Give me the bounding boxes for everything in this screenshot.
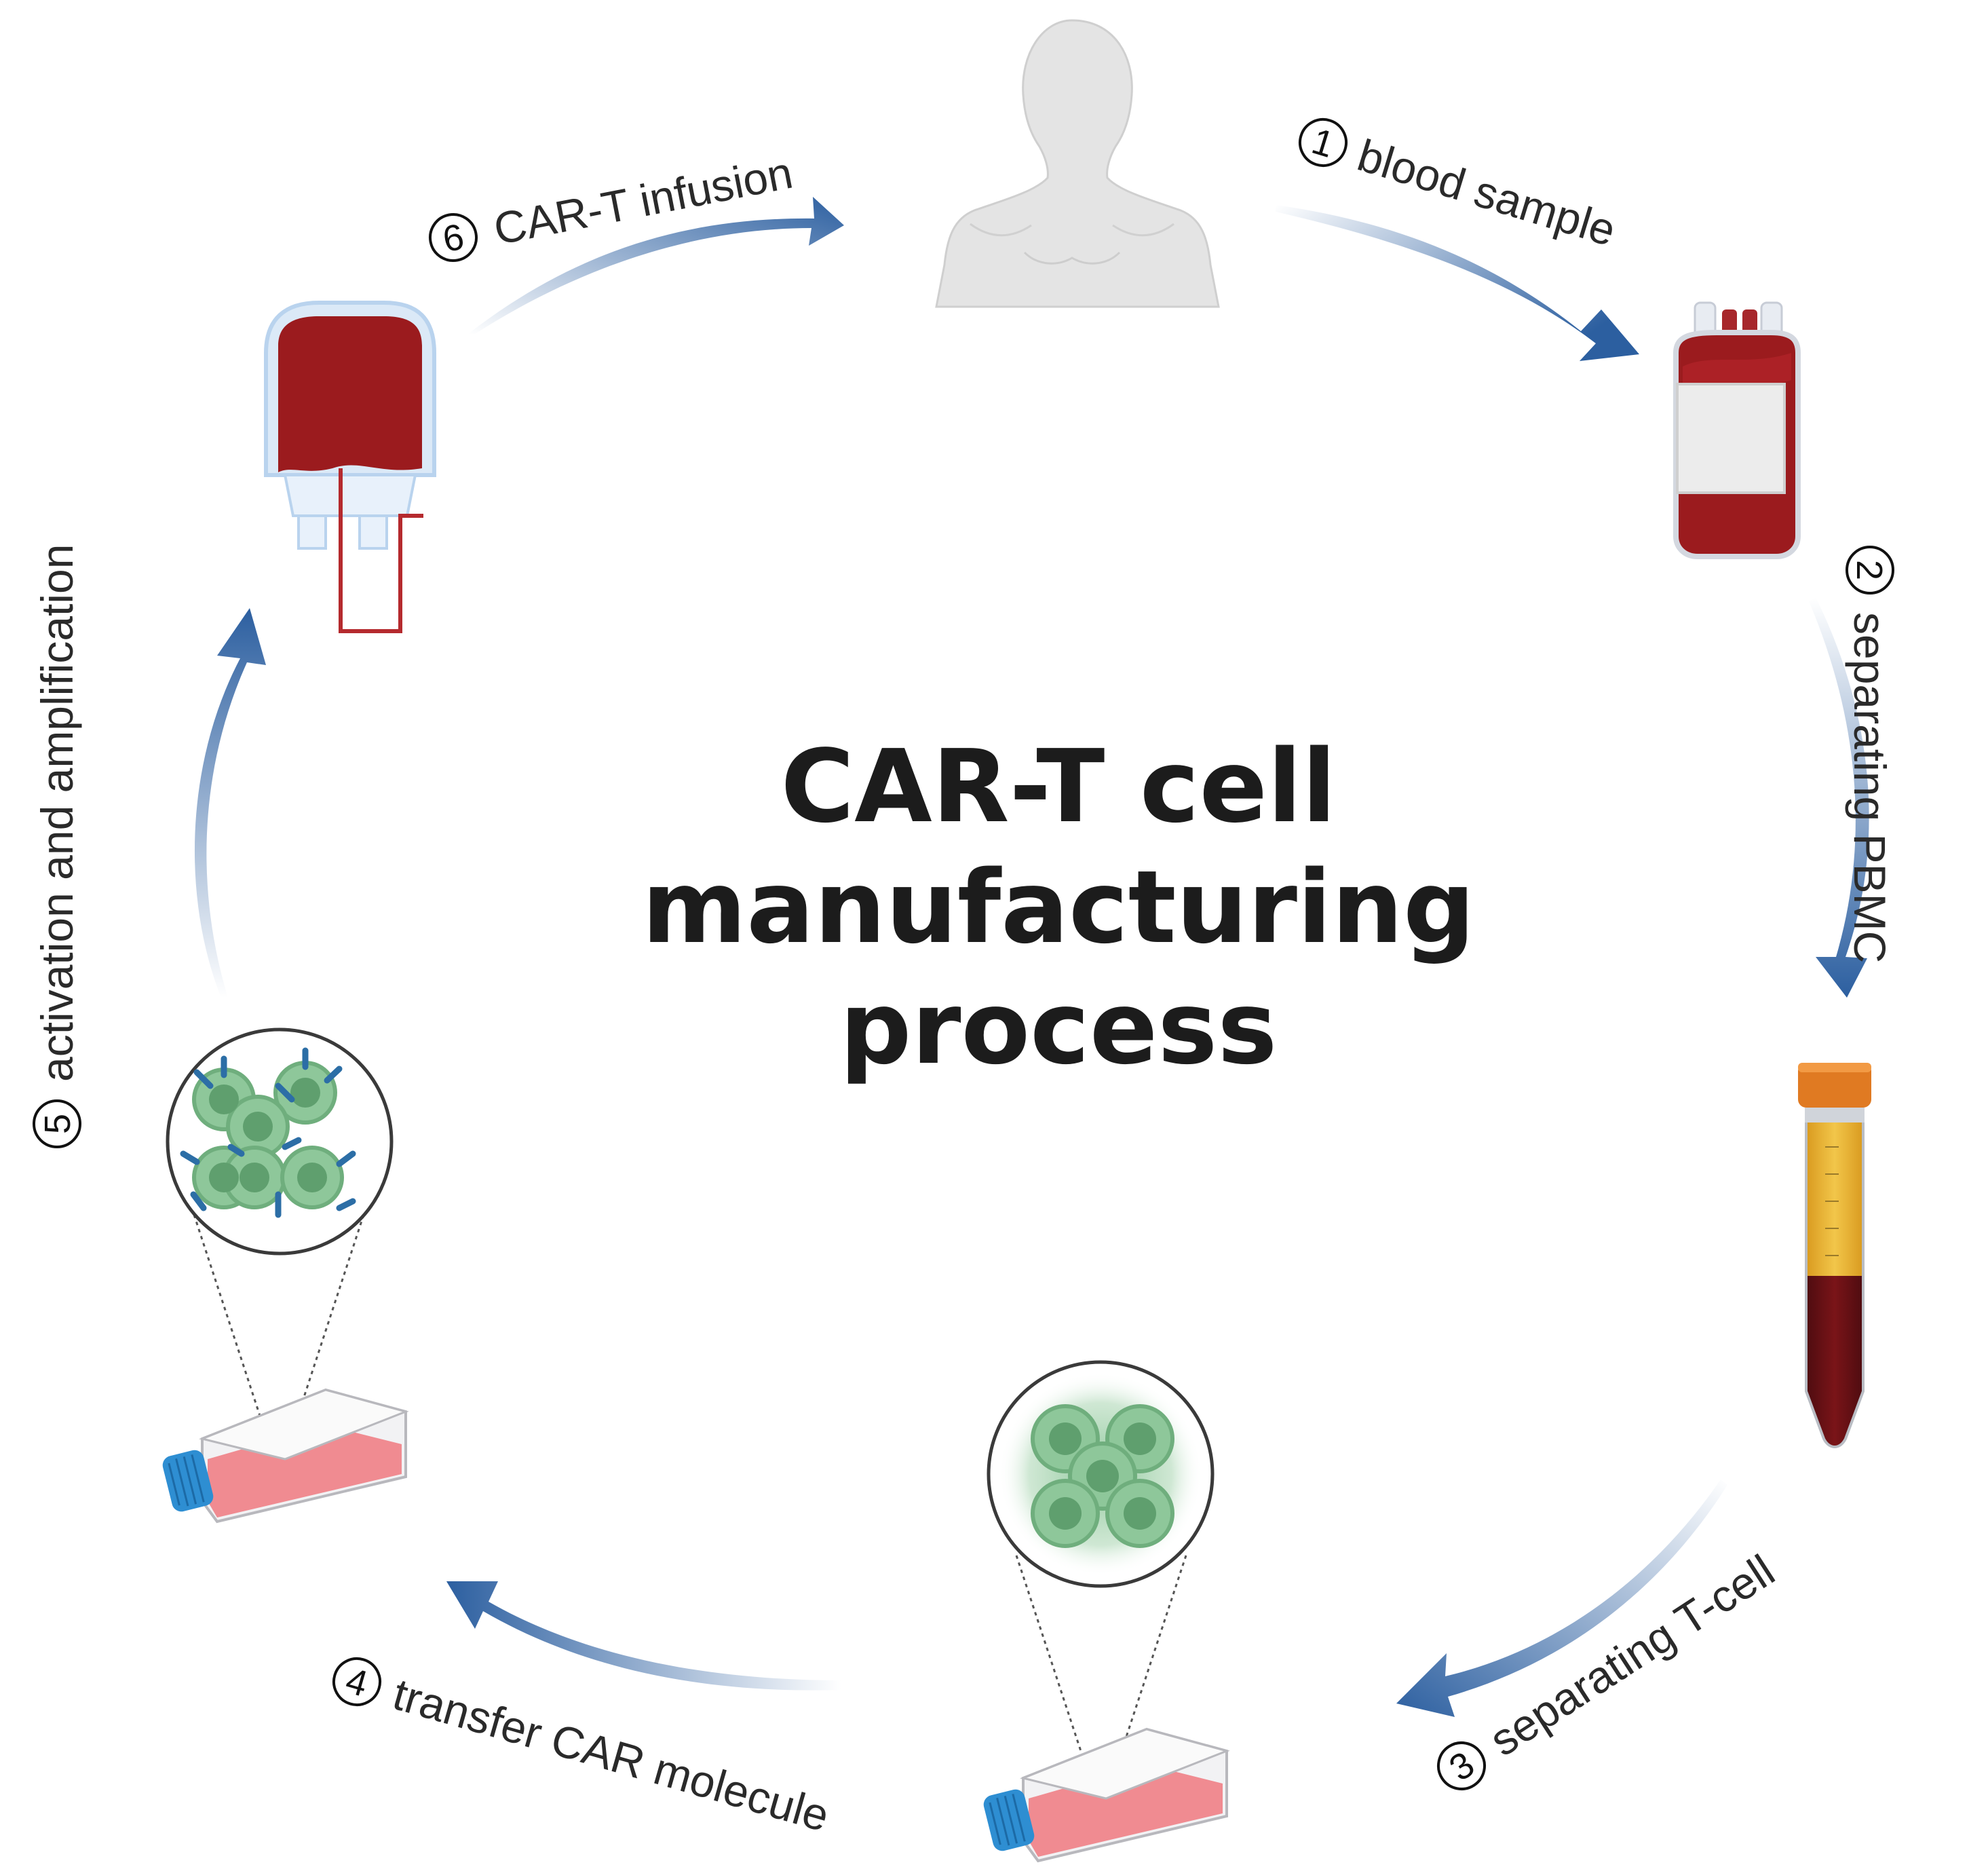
step-1: 1 blood sample <box>1299 118 1622 256</box>
step-2: 2 separating PBMC <box>1845 546 1895 963</box>
arrow-5 <box>194 608 266 998</box>
arrow-6 <box>468 197 844 334</box>
t-cell-magnifier <box>987 1360 1215 1799</box>
centrifuge-tube-icon <box>1798 1063 1871 1448</box>
culture-flask-icon <box>983 1727 1230 1863</box>
infusion-bag-icon <box>264 301 436 633</box>
step-2-number-circle <box>1846 546 1894 595</box>
step-6-number-circle <box>429 213 478 262</box>
step-4-number-circle <box>332 1657 381 1706</box>
step-6-number: 6 <box>440 216 467 261</box>
title-line-2: manufacturing <box>642 849 1475 966</box>
step-3-number-circle <box>1437 1741 1486 1790</box>
step-4-label: transfer CAR molecule <box>388 1668 835 1841</box>
step-2-number: 2 <box>1849 560 1890 580</box>
step-3-number: 3 <box>1442 1743 1482 1789</box>
step-5-label: activation and amplification <box>32 544 82 1082</box>
car-t-cell-magnifier <box>166 1027 394 1460</box>
step-1-number-circle <box>1299 118 1347 167</box>
patient-body-icon <box>935 19 1220 308</box>
step-6-label: CAR-T infusion <box>490 147 797 254</box>
arrow-1 <box>1276 205 1639 361</box>
arrow-2 <box>1809 597 1869 998</box>
blood-bag-icon <box>1673 301 1801 559</box>
step-1-number: 1 <box>1307 121 1339 166</box>
title-line-3: process <box>840 970 1278 1087</box>
diagram-title: CAR-T cell manufacturing process <box>642 728 1475 1087</box>
step-6: 6 CAR-T infusion <box>429 147 797 262</box>
step-5-number-circle <box>33 1099 81 1148</box>
culture-flask-icon-2 <box>162 1388 409 1524</box>
arrow-4 <box>446 1581 841 1691</box>
step-4-number: 4 <box>341 1660 372 1705</box>
arrow-3 <box>1396 1479 1727 1717</box>
title-line-1: CAR-T cell <box>781 728 1337 845</box>
step-5-number: 5 <box>37 1114 78 1134</box>
step-2-label: separating PBMC <box>1845 612 1895 963</box>
step-5: 5 activation and amplification <box>32 544 82 1148</box>
